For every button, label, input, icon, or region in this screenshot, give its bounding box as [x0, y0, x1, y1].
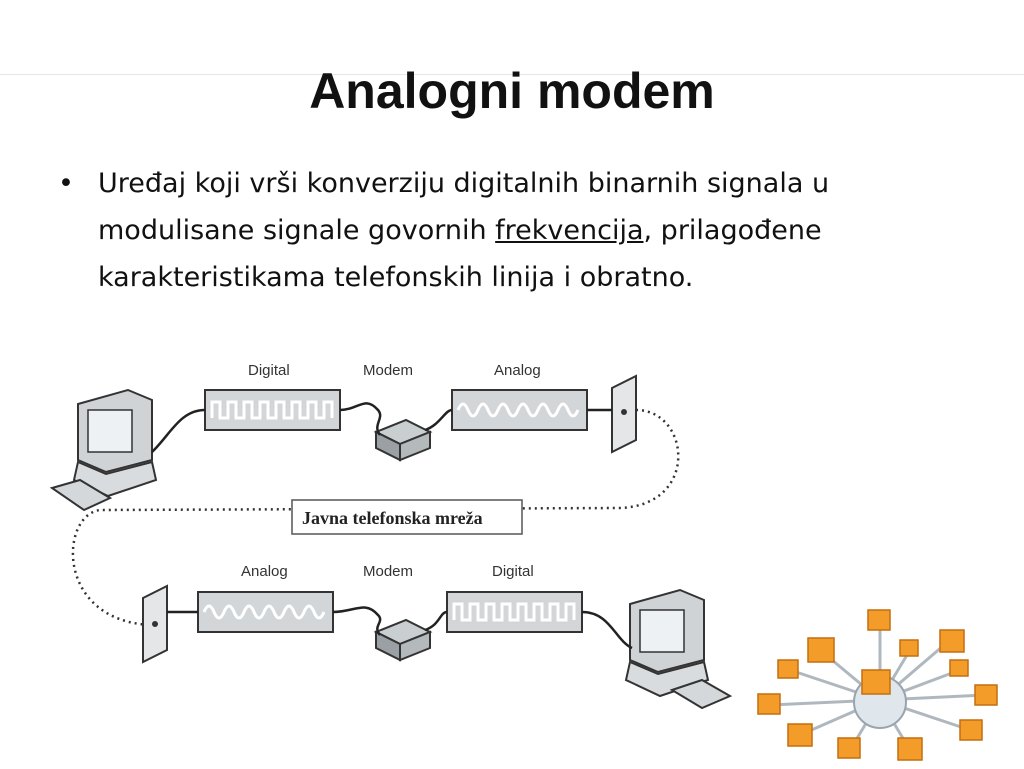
slide-frame: [0, 74, 1024, 769]
top-analog-signal-box: [451, 389, 588, 431]
network-graphic: [757, 609, 998, 761]
top-cables: [151, 402, 612, 453]
computer-bottom-right-icon: [624, 588, 733, 710]
bottom-modem-label: Modem: [363, 563, 413, 580]
bullet-text: Uređaj koji vrši konverziju digitalnih b…: [98, 160, 958, 301]
bottom-analog-label: Analog: [241, 563, 288, 580]
network-label: Javna telefonska mreža: [302, 508, 483, 528]
top-modem-icon: [373, 418, 433, 462]
bottom-modem-icon: [373, 618, 433, 662]
modem-diagram: Digital Modem Analog Javna t: [49, 362, 998, 761]
bottom-cables: [167, 606, 633, 650]
top-analog-label: Analog: [494, 362, 541, 379]
slide-title: Analogni modem: [309, 63, 715, 119]
top-digital-signal-box: [204, 389, 341, 431]
bullet-text-end: , prilagođene karakteristikama telefonsk…: [98, 215, 822, 293]
bullet-icon: •: [58, 168, 74, 199]
bottom-phone-jack-icon: [142, 584, 168, 664]
bullet-text-start: Uređaj koji vrši konverziju digitalnih b…: [98, 168, 830, 246]
bottom-digital-label: Digital: [492, 563, 534, 580]
top-modem-label: Modem: [363, 362, 413, 379]
top-phone-jack-icon: [611, 374, 637, 454]
frekvencija-link[interactable]: frekvencija: [495, 215, 644, 246]
top-digital-label: Digital: [248, 362, 290, 379]
network-label-box: Javna telefonska mreža: [291, 499, 523, 535]
bullet-point: • Uređaj koji vrši konverziju digitalnih…: [58, 160, 958, 301]
computer-top-left-icon: [49, 388, 158, 512]
bottom-analog-signal-box: [197, 591, 334, 633]
bottom-digital-signal-box: [446, 591, 583, 633]
